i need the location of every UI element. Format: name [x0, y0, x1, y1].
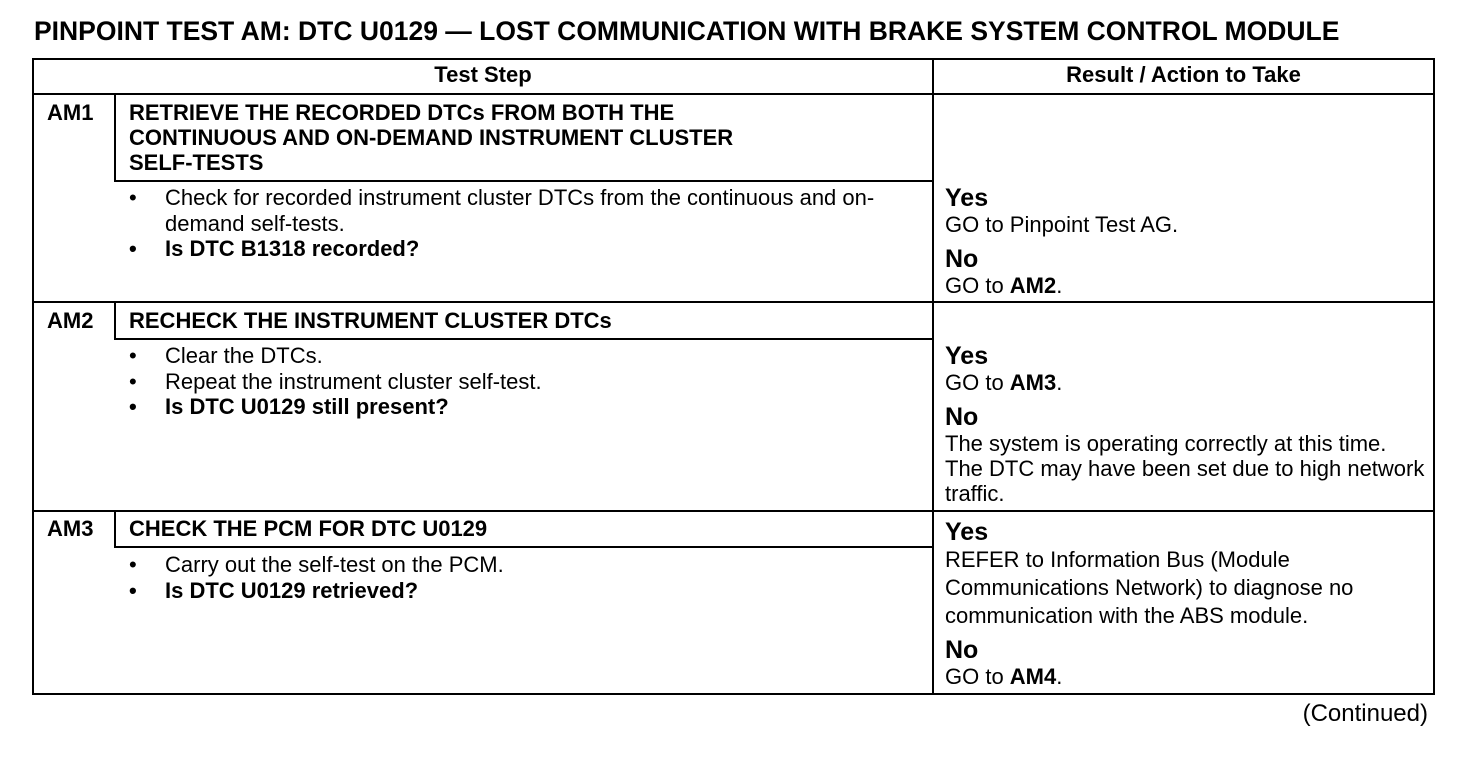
header-result: Result / Action to Take: [1066, 62, 1301, 87]
list-item: Carry out the self-test on the PCM.: [129, 552, 919, 578]
result-yes: Yes GO to Pinpoint Test AG.: [945, 184, 1179, 237]
step-title: CHECK THE PCM FOR DTC U0129: [129, 516, 488, 541]
step-title: RECHECK THE INSTRUMENT CLUSTER DTCs: [129, 308, 612, 333]
step-id: AM3: [47, 516, 94, 541]
step-title: RETRIEVE THE RECORDED DTCs FROM BOTH THE…: [129, 100, 734, 175]
column-divider: [932, 58, 934, 695]
result-yes: Yes REFER to Information Bus (Module Com…: [945, 518, 1354, 628]
step-bullets: Clear the DTCs. Repeat the instrument cl…: [129, 343, 919, 420]
step-id: AM1: [47, 100, 94, 125]
list-item: Clear the DTCs.: [129, 343, 919, 369]
step-link-am3[interactable]: AM3: [1009, 370, 1057, 395]
list-item: Repeat the instrument cluster self-test.: [129, 369, 919, 395]
step-link-am2[interactable]: AM2: [1009, 273, 1057, 298]
header-test-step: Test Step: [434, 62, 532, 87]
id-divider: [114, 302, 116, 340]
list-item: Check for recorded instrument cluster DT…: [129, 185, 919, 236]
list-item: Is DTC U0129 still present?: [129, 394, 919, 420]
id-divider: [114, 512, 116, 548]
step-bullets: Check for recorded instrument cluster DT…: [129, 185, 919, 262]
result-no: No GO to AM2.: [945, 245, 1063, 298]
result-no: No GO to AM4.: [945, 636, 1063, 689]
id-divider: [114, 93, 116, 182]
step-title-divider: [114, 546, 934, 548]
result-no: No The system is operating correctly at …: [945, 403, 1425, 506]
step-bullets: Carry out the self-test on the PCM. Is D…: [129, 552, 919, 603]
step-id: AM2: [47, 308, 94, 333]
header-divider: [32, 93, 1435, 95]
step-link-am4[interactable]: AM4: [1009, 664, 1057, 689]
page-title: PINPOINT TEST AM: DTC U0129 — LOST COMMU…: [34, 16, 1340, 46]
step-divider: [32, 510, 1435, 512]
pinpoint-table: [32, 58, 1435, 695]
continued-label: (Continued): [1302, 700, 1428, 727]
step-title-divider: [114, 180, 934, 182]
list-item: Is DTC B1318 recorded?: [129, 236, 919, 262]
list-item: Is DTC U0129 retrieved?: [129, 578, 919, 604]
result-yes: Yes GO to AM3.: [945, 342, 1063, 395]
step-divider: [32, 301, 1435, 303]
step-title-divider: [114, 338, 934, 340]
